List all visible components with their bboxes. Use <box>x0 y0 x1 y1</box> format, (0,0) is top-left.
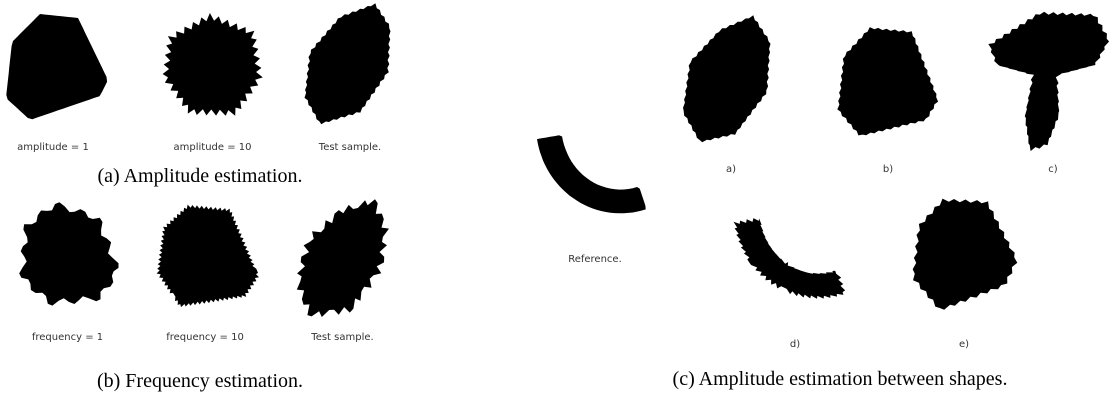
shape-frequency-10 <box>156 204 259 308</box>
shape-d <box>733 218 846 299</box>
label-frequency-10: frequency = 10 <box>166 332 244 343</box>
shape-reference <box>537 135 646 214</box>
caption-panel-a: (a) Amplitude estimation. <box>97 165 303 187</box>
shape-test-sample-b <box>296 199 389 317</box>
label-b: b) <box>882 164 894 175</box>
shape-amplitude-1 <box>6 14 108 120</box>
label-reference: Reference. <box>568 254 622 265</box>
label-test-sample-a: Test sample. <box>318 142 382 153</box>
label-e: e) <box>958 339 970 350</box>
label-test-sample-b: Test sample. <box>311 332 374 343</box>
shape-test-sample-a <box>304 3 391 125</box>
label-d: d) <box>789 339 801 350</box>
caption-panel-c: (c) Amplitude estimation between shapes. <box>672 368 1008 390</box>
shape-c <box>988 11 1110 152</box>
shape-frequency-1 <box>19 202 119 306</box>
label-frequency-1: frequency = 1 <box>31 332 104 343</box>
label-a: a) <box>725 164 737 175</box>
shape-e <box>912 198 1018 310</box>
shape-a <box>683 15 771 143</box>
shape-amplitude-10 <box>162 13 263 116</box>
label-amplitude-10: amplitude = 10 <box>173 142 252 153</box>
caption-panel-b: (b) Frequency estimation. <box>96 370 304 392</box>
label-amplitude-1: amplitude = 1 <box>17 142 89 153</box>
shape-b <box>837 27 939 136</box>
label-c: c) <box>1048 164 1058 175</box>
